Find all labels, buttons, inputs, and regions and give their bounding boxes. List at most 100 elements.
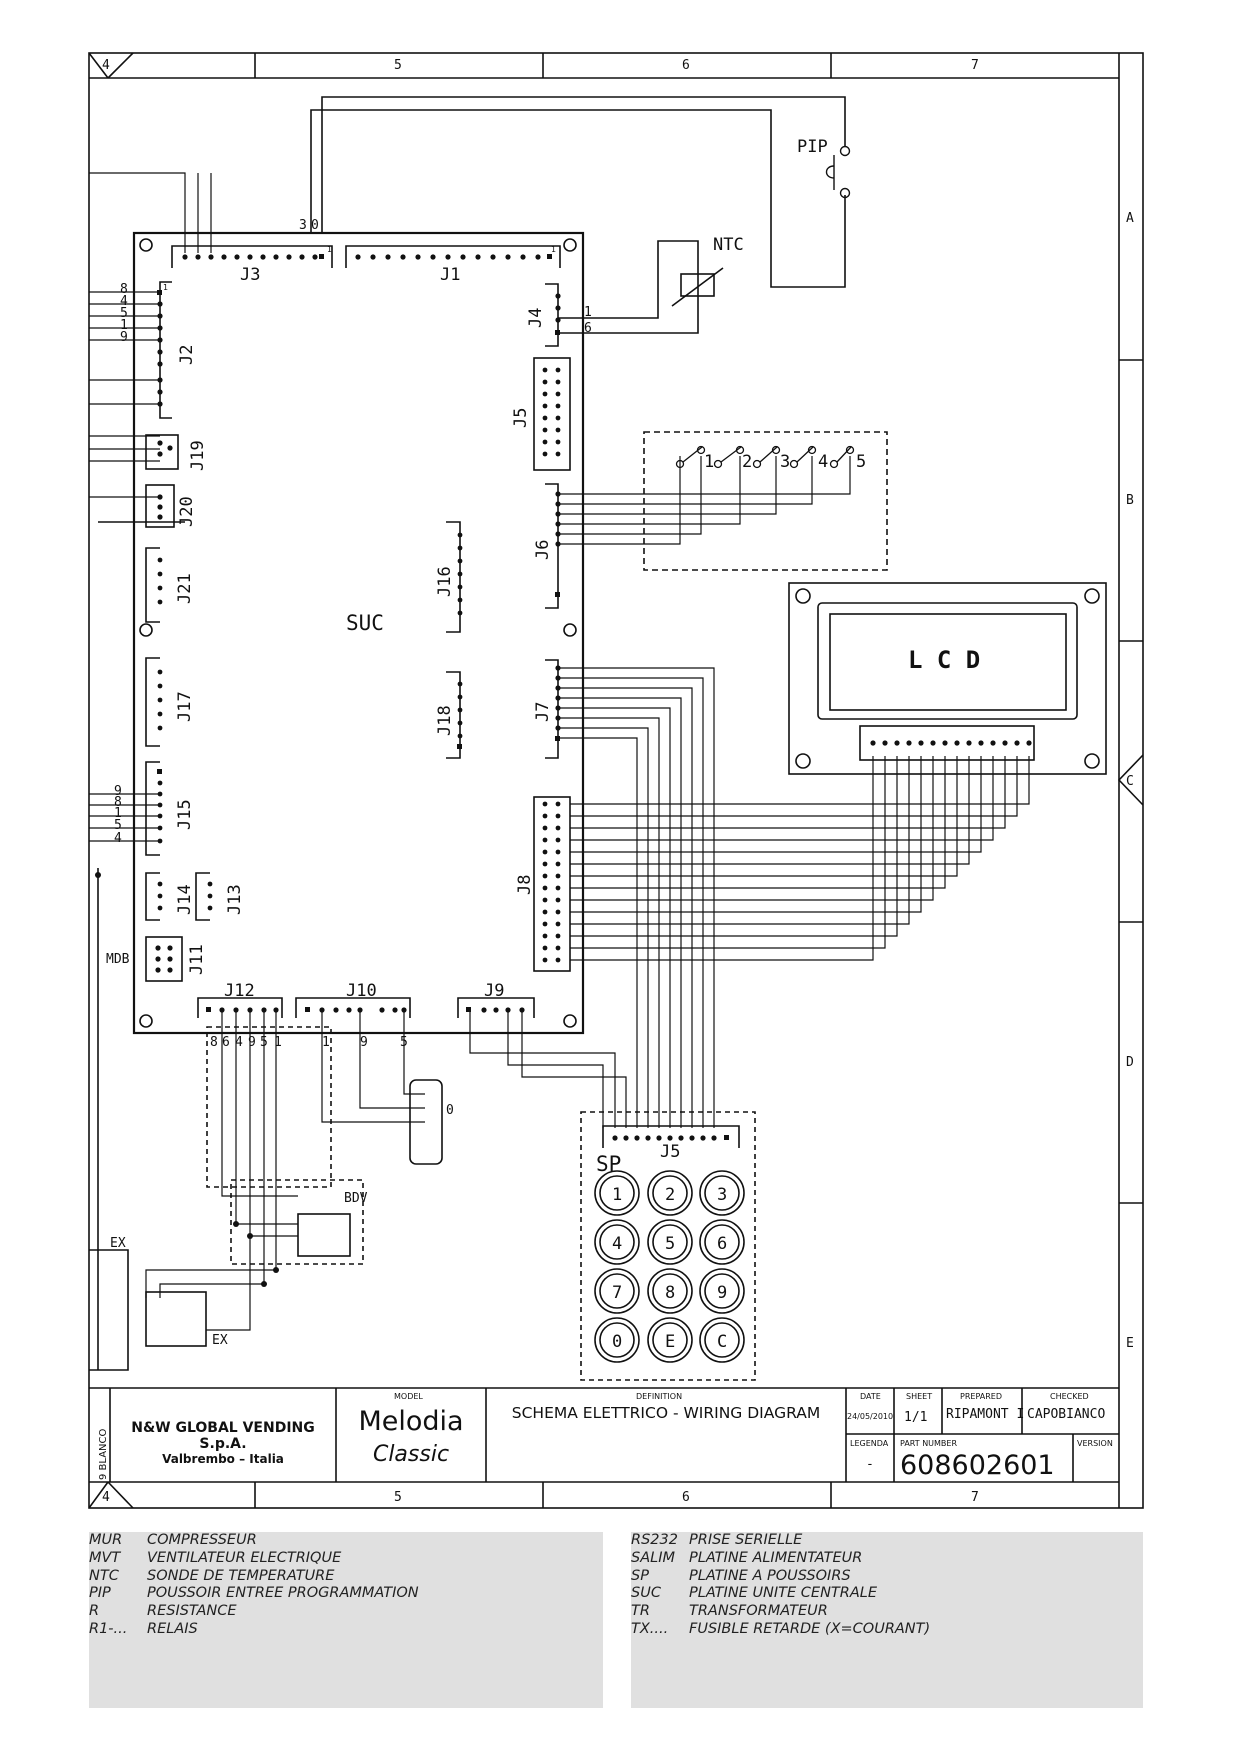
lcd-outline xyxy=(788,582,1107,775)
legend-row: R1-...RELAIS xyxy=(89,1621,603,1639)
j4-pin-6: 6 xyxy=(584,321,592,336)
connector-j9: J9 xyxy=(484,981,504,1001)
connector-j8: J8 xyxy=(515,875,535,895)
side-text: 9 BLANCO xyxy=(98,1428,109,1480)
j12-pin-4: 4 xyxy=(235,1035,243,1050)
sheet-frame xyxy=(88,52,1144,1509)
j1-pin-one: 1 xyxy=(551,245,556,254)
key-5: 5 xyxy=(665,1234,675,1254)
sp-label: SP xyxy=(596,1152,621,1176)
legend-text: VENTILATEUR ELECTRIQUE xyxy=(147,1549,342,1566)
j15-pin-5: 5 xyxy=(114,818,122,833)
row-label-a: A xyxy=(1126,211,1134,226)
connector-j14: J14 xyxy=(175,884,195,915)
j10-pin-5: 5 xyxy=(400,1035,408,1050)
sheet-header: SHEET xyxy=(906,1392,932,1401)
col-label-top-7: 7 xyxy=(971,58,979,73)
connector-j17: J17 xyxy=(175,691,195,722)
key-6: 6 xyxy=(717,1234,727,1254)
ex-top-label: EX xyxy=(110,1236,126,1251)
version-header: VERSION xyxy=(1077,1439,1113,1448)
legend-text: SONDE DE TEMPERATURE xyxy=(147,1567,335,1584)
connector-j4: J4 xyxy=(526,308,546,328)
key-9: 9 xyxy=(717,1283,727,1303)
legend-row: NTC SONDE DE TEMPERATURE xyxy=(89,1568,603,1586)
legend-code: TX.... xyxy=(631,1620,669,1637)
key-3: 3 xyxy=(717,1185,727,1205)
key-e: E xyxy=(665,1332,675,1352)
j10-pin-9: 9 xyxy=(360,1035,368,1050)
j3-pin-one: 1 xyxy=(327,245,332,254)
legend-row: TX....FUSIBLE RETARDE (X=COURANT) xyxy=(631,1621,1143,1639)
j2-pin-4: 4 xyxy=(120,294,128,309)
legend-code: R1-... xyxy=(89,1620,128,1637)
j15-pin-4: 4 xyxy=(114,831,122,846)
j12-pin-9: 9 xyxy=(248,1035,256,1050)
j12-pin-1: 1 xyxy=(274,1035,282,1050)
connector-j21: J21 xyxy=(175,573,195,604)
key-c: C xyxy=(717,1332,727,1352)
legend-row: SP PLATINE A POUSSOIRS xyxy=(631,1568,1143,1586)
legend-text: RESISTANCE xyxy=(147,1603,237,1620)
connector-j15: J15 xyxy=(175,799,195,830)
lcd-label: L C D xyxy=(908,646,980,674)
row-label-c: C xyxy=(1126,774,1134,789)
connector-j13: J13 xyxy=(225,884,245,915)
col-label-bottom-4: 4 xyxy=(102,1490,110,1505)
legenda-value: - xyxy=(866,1457,874,1472)
checked-value: CAPOBIANCO xyxy=(1027,1407,1105,1422)
legend-code: PIP xyxy=(89,1585,111,1602)
pip-switch xyxy=(825,145,851,199)
j2-pin-one: 1 xyxy=(163,283,168,292)
j4-pin-1: 1 xyxy=(584,305,592,320)
connector-j19: J19 xyxy=(188,440,208,471)
date-value: 24/05/2010 xyxy=(847,1412,893,1421)
legend-text: PRISE SERIELLE xyxy=(689,1532,803,1548)
switch-4: 4 xyxy=(818,452,828,472)
model-line1: Melodia xyxy=(358,1406,464,1437)
j12-pin-8: 8 xyxy=(210,1035,218,1050)
legend-code: R xyxy=(89,1603,100,1620)
j2-pin-1: 1 xyxy=(120,318,128,333)
row-label-b: B xyxy=(1126,493,1134,508)
rs232-pin-label: 0 xyxy=(446,1103,454,1118)
connector-j12: J12 xyxy=(224,981,255,1001)
legend-code: SP xyxy=(631,1567,649,1584)
sheet-value: 1/1 xyxy=(904,1410,927,1425)
mdb-label: MDB xyxy=(106,952,130,967)
legend-text: PLATINE A POUSSOIRS xyxy=(689,1567,851,1584)
connector-j7: J7 xyxy=(533,702,553,722)
col-label-bottom-7: 7 xyxy=(971,1490,979,1505)
key-4: 4 xyxy=(612,1234,622,1254)
j3-pin-3: 3 xyxy=(299,218,307,233)
checked-header: CHECKED xyxy=(1050,1392,1089,1401)
ex-bottom-label: EX xyxy=(212,1333,228,1348)
company-location: Valbrembo – Italia xyxy=(162,1452,284,1466)
prepared-header: PREPARED xyxy=(960,1392,1002,1401)
legend-code: MUR xyxy=(89,1532,123,1548)
legend-code: NTC xyxy=(89,1567,119,1584)
switch-group xyxy=(675,445,855,469)
connector-j11: J11 xyxy=(187,944,207,975)
key-8: 8 xyxy=(665,1283,675,1303)
wire-bundle xyxy=(89,172,1030,1331)
legend-text: COMPRESSEUR xyxy=(147,1532,257,1548)
legend-text: PLATINE ALIMENTATEUR xyxy=(689,1549,863,1566)
model-header: MODEL xyxy=(394,1392,423,1401)
legend-text: TRANSFORMATEUR xyxy=(689,1603,828,1620)
j12-pin-5: 5 xyxy=(260,1035,268,1050)
j2-pin-5: 5 xyxy=(120,306,128,321)
pip-label: PIP xyxy=(797,137,828,157)
ntc-label: NTC xyxy=(713,235,744,255)
j15-pin-1: 1 xyxy=(114,806,122,821)
bdv-label: BDV xyxy=(344,1191,368,1206)
key-0: 0 xyxy=(612,1332,622,1352)
connector-j10: J10 xyxy=(346,981,377,1001)
j12-pin-6: 6 xyxy=(222,1035,230,1050)
